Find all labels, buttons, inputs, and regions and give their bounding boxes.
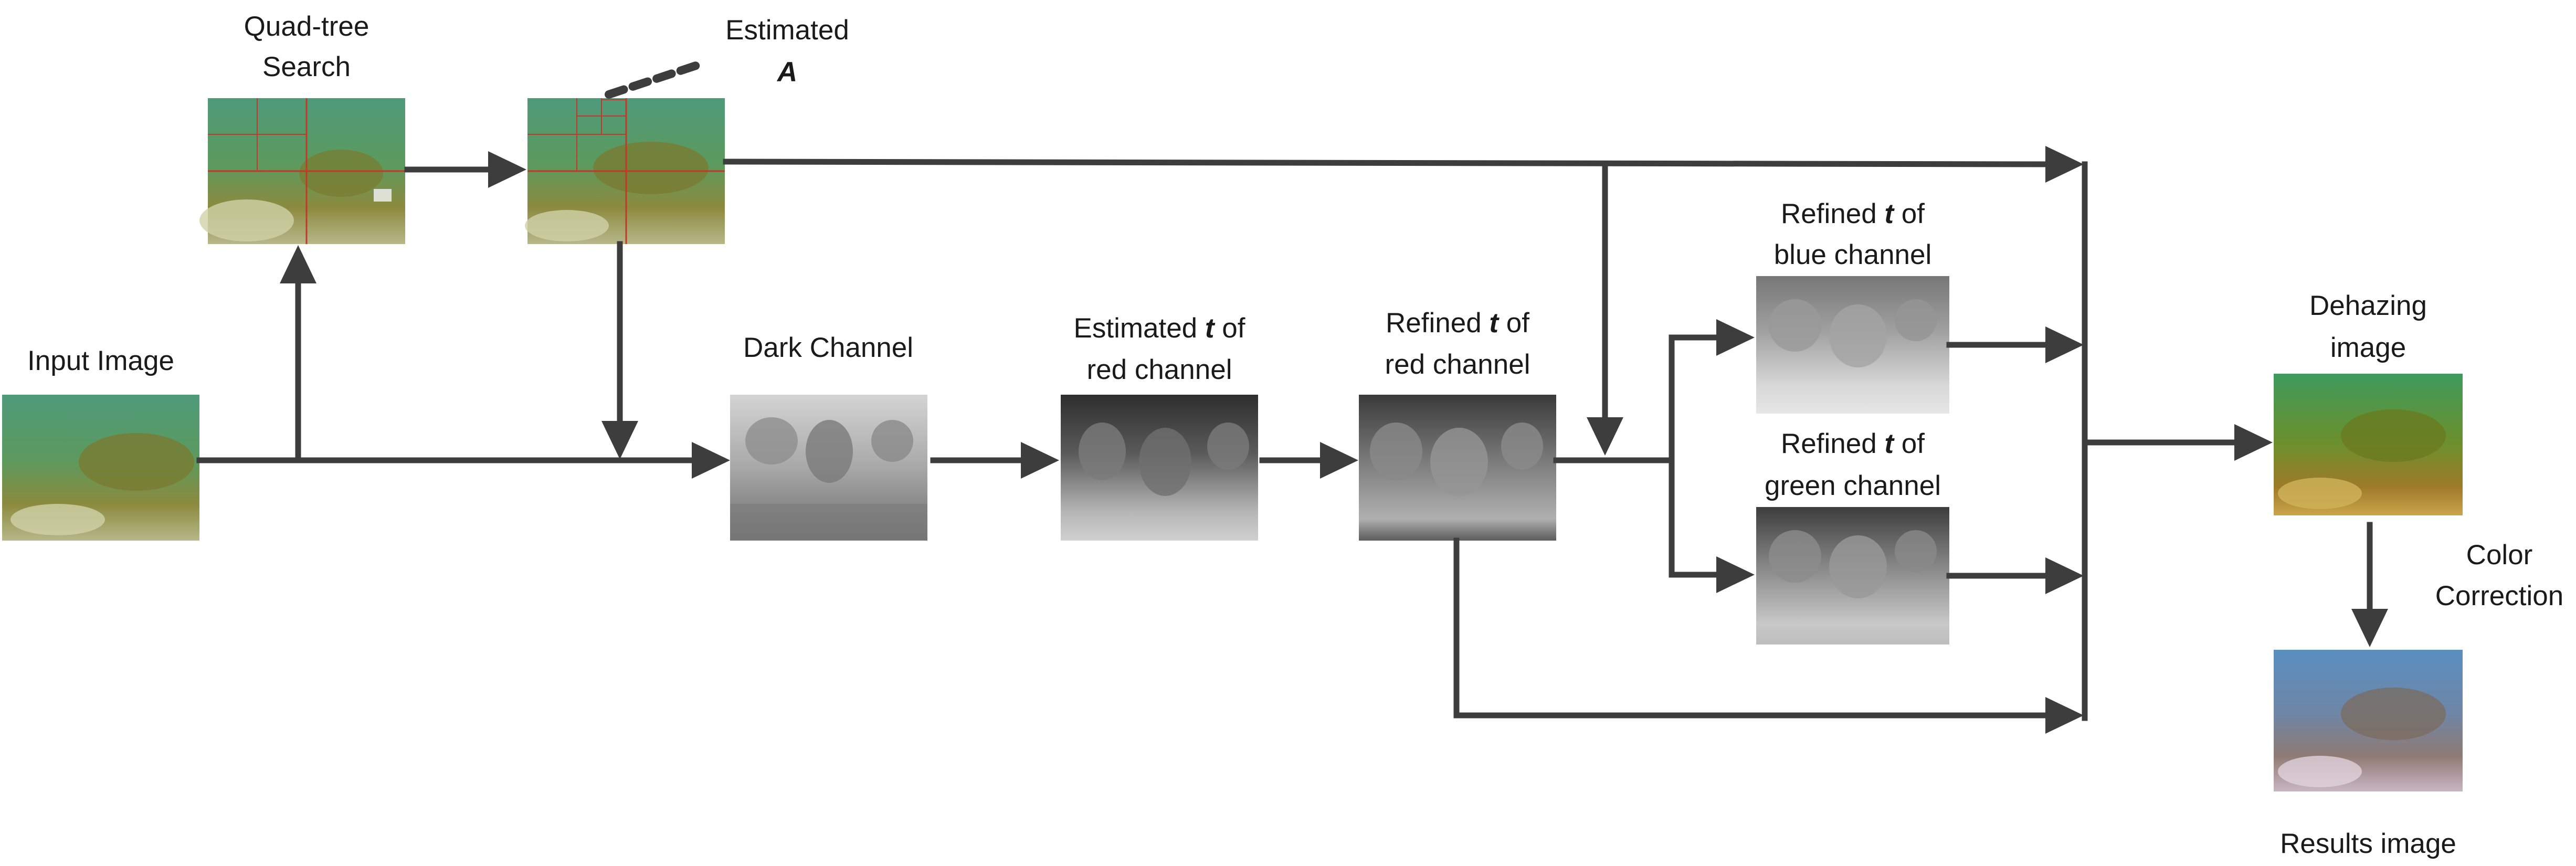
refined-t-blue-image <box>1756 276 1949 414</box>
dehazing-image <box>2274 374 2463 515</box>
arrowhead-combiner-bottom <box>2045 697 2084 734</box>
arrowhead-blue <box>1716 319 1755 356</box>
input-label: Input Image <box>27 345 174 376</box>
quadtree-label-line2: Search <box>262 51 351 82</box>
arrowhead-dark <box>692 442 730 479</box>
dehazing-label-line1: Dehazing <box>2309 290 2427 321</box>
dehazing-label-line2: image <box>2330 332 2406 363</box>
refined-green-label-line1: Refined t of <box>1781 428 1925 459</box>
arrowhead-esta <box>488 151 526 188</box>
refined-blue-label-line2: blue channel <box>1774 239 1932 270</box>
color-correction-label-line1: Color <box>2466 540 2533 571</box>
estimated-t-label-line1: Estimated t of <box>1074 313 1245 344</box>
refined-green-label-line2: green channel <box>1765 470 1941 501</box>
refined-red-label-line2: red channel <box>1385 349 1530 380</box>
arrowhead-quadtree <box>280 245 316 283</box>
refined-blue-label-line1: Refined t of <box>1781 198 1925 229</box>
arrowhead-a-down <box>1587 417 1623 456</box>
results-image <box>2274 650 2463 791</box>
dark-channel-label: Dark Channel <box>743 332 913 363</box>
estimated-t-red-image <box>1061 395 1258 541</box>
estimated-t-label-line2: red channel <box>1087 354 1232 385</box>
refined-red-label-line1: Refined t of <box>1386 308 1529 339</box>
quadtree-label-line1: Quad-tree <box>244 11 369 42</box>
estimated-a-pointer <box>605 60 705 99</box>
arrowhead-dehaze <box>2234 424 2273 461</box>
edge-esta-to-combiner <box>723 159 2050 167</box>
arrowhead-refred <box>1320 442 1358 479</box>
arrowhead-combiner-blue <box>2045 326 2084 363</box>
estimated-a-label-line1: Estimated <box>725 15 849 46</box>
arrowhead-combiner-top <box>2045 146 2084 183</box>
dark-channel-image <box>730 395 927 541</box>
input-image <box>2 395 199 541</box>
estimated-a-image <box>525 98 725 244</box>
arrowhead-esta-down <box>601 421 638 459</box>
color-correction-label-line2: Correction <box>2435 580 2563 611</box>
estimated-a-symbol: A <box>776 57 797 88</box>
refined-t-green-image <box>1756 507 1949 645</box>
arrowhead-estt <box>1021 442 1059 479</box>
results-label: Results image <box>2280 828 2456 859</box>
quadtree-image <box>199 98 405 244</box>
arrowhead-results <box>2351 609 2388 647</box>
arrowhead-combiner-green <box>2045 557 2084 594</box>
arrowhead-green <box>1716 556 1755 593</box>
refined-t-red-image <box>1359 395 1556 541</box>
